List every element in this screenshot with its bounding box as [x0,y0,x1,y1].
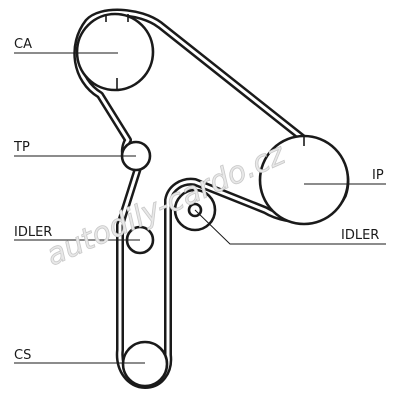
label-idler-left: IDLER [14,225,52,240]
label-tp: TP [13,140,30,155]
leader-idler-right [194,209,386,245]
label-cs: CS [14,348,31,363]
pulley-ip [258,134,350,226]
label-ip: IP [372,168,384,183]
pulley-cs [121,340,169,388]
pulley-ca [75,12,155,92]
label-ca: CA [14,37,32,52]
label-idler-right: IDLER [341,228,379,243]
